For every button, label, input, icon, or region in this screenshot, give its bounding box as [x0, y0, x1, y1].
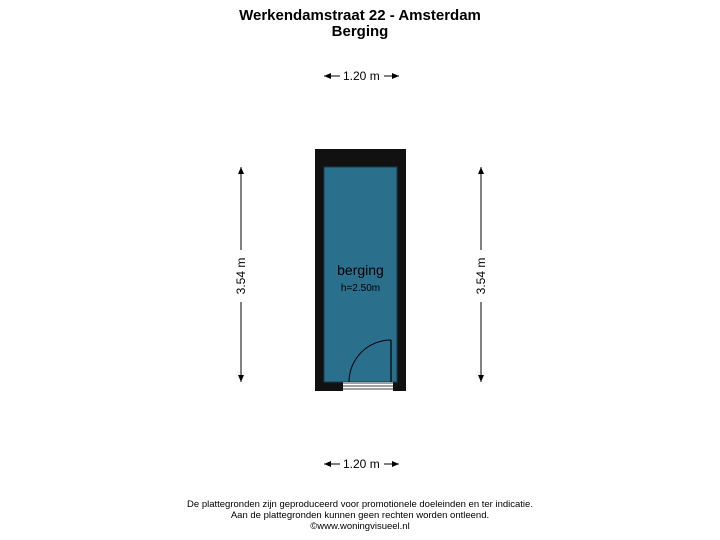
disclaimer-line-1: De plattegronden zijn geproduceerd voor … — [187, 499, 533, 510]
left-height-label: 3.54 m — [234, 257, 248, 295]
bottom-dimension-line — [324, 461, 399, 467]
address-title: Werkendamstraat 22 - Amsterdam — [239, 7, 481, 24]
top-dimension-line — [324, 73, 399, 79]
copyright-line: ©www.woningvisueel.nl — [310, 521, 410, 532]
top-width-label: 1.20 m — [343, 69, 380, 83]
room-floor — [323, 166, 398, 383]
right-height-label: 3.54 m — [474, 257, 488, 295]
left-dimension-line — [238, 167, 244, 382]
disclaimer-line-2: Aan de plattegronden kunnen geen rechten… — [230, 510, 490, 521]
door-opening — [343, 382, 393, 391]
bottom-width-label: 1.20 m — [343, 457, 380, 471]
door-swing — [348, 339, 392, 383]
room-height: h=2.50m — [340, 283, 381, 294]
room-name: berging — [337, 262, 384, 278]
floor-title: Berging — [331, 23, 389, 40]
right-dimension-line — [478, 167, 484, 382]
